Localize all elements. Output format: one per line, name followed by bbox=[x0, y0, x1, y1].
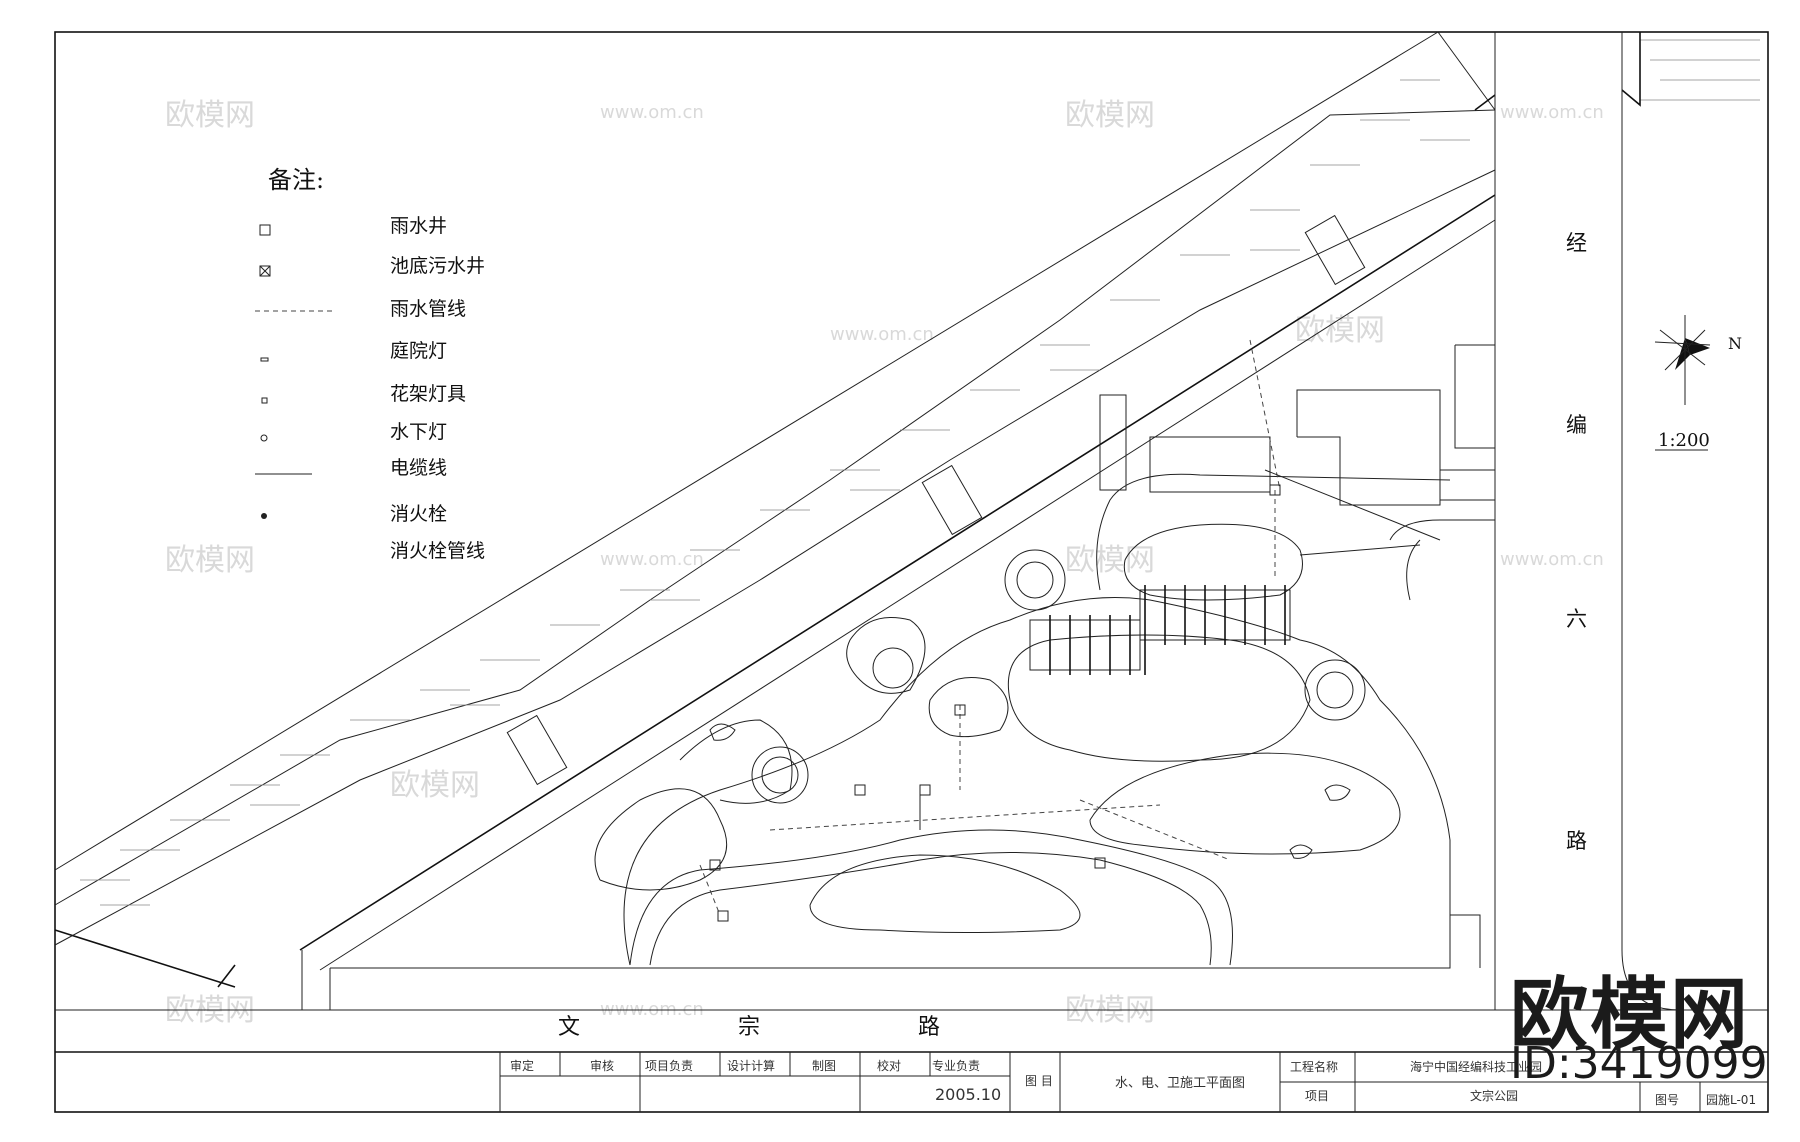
svg-text:项目: 项目 bbox=[1305, 1089, 1329, 1103]
legend-label-fire-hydrant: 消火栓 bbox=[390, 503, 447, 525]
drawing-frame bbox=[54, 31, 1769, 1113]
legend-label-rain-pipe: 雨水管线 bbox=[390, 298, 466, 320]
pergola-grid bbox=[1029, 585, 1291, 675]
sheet-label: 图 目 bbox=[1025, 1074, 1053, 1088]
watermark-logo: 欧模网 bbox=[1065, 98, 1155, 133]
sewage-well-icon bbox=[259, 265, 271, 277]
watermark-logo: 欧模网 bbox=[1065, 543, 1155, 578]
svg-text:编: 编 bbox=[1566, 413, 1587, 437]
buildings bbox=[1099, 344, 1496, 506]
river-embankment bbox=[54, 31, 1760, 988]
legend-label-cable: 电缆线 bbox=[390, 457, 447, 479]
water-hatching bbox=[80, 39, 1760, 906]
svg-text:文: 文 bbox=[558, 1015, 580, 1040]
watermark-url: www.om.cn bbox=[600, 549, 704, 570]
north-arrow-icon bbox=[1654, 315, 1711, 405]
watermark-url: www.om.cn bbox=[1500, 102, 1604, 123]
legend-label-pergola-lamp: 花架灯具 bbox=[390, 383, 466, 405]
brand-id: ID:3419099 bbox=[1510, 1038, 1768, 1089]
north-label: N bbox=[1728, 334, 1742, 353]
fire-hydrant-icon bbox=[261, 513, 267, 519]
legend-label-sewage-well: 池底污水井 bbox=[390, 255, 485, 277]
drawing-number: 园施L-01 bbox=[1706, 1093, 1756, 1107]
watermark-url: www.om.cn bbox=[1500, 549, 1604, 570]
garden-lamp-icon bbox=[260, 357, 269, 362]
watermark-logo: 欧模网 bbox=[165, 98, 255, 133]
brand-logo: 欧模网 bbox=[1510, 970, 1751, 1060]
date: 2005.10 bbox=[935, 1085, 1001, 1104]
legend-label-garden-lamp: 庭院灯 bbox=[390, 340, 447, 362]
svg-text:工程名称: 工程名称 bbox=[1290, 1059, 1338, 1074]
svg-text:设计计算: 设计计算 bbox=[727, 1058, 775, 1073]
legend: 备注: 雨水井 池底污水井 雨水管线 庭院灯 花架灯具 水下灯 电缆线 消火栓 … bbox=[255, 166, 485, 562]
svg-text:六: 六 bbox=[1566, 607, 1587, 631]
underwater-lamp-icon bbox=[260, 434, 268, 442]
svg-text:经: 经 bbox=[1566, 231, 1587, 255]
legend-label-hydrant-pipe: 消火栓管线 bbox=[390, 540, 485, 562]
park-layout: N 1:200 bbox=[594, 315, 1742, 966]
svg-text:审定: 审定 bbox=[510, 1058, 534, 1073]
legend-label-underwater-lamp: 水下灯 bbox=[390, 421, 447, 443]
svg-text:审核: 审核 bbox=[590, 1058, 614, 1073]
east-road-name: 经 编 六 路 bbox=[1566, 231, 1587, 853]
project-name: 海宁中国经编科技工业园 bbox=[1410, 1059, 1542, 1074]
watermark-url: www.om.cn bbox=[830, 324, 934, 345]
svg-text:路: 路 bbox=[1566, 829, 1587, 853]
svg-text:项目负责: 项目负责 bbox=[645, 1059, 693, 1073]
legend-label-rain-well: 雨水井 bbox=[390, 215, 447, 237]
watermark-layer: 欧模网 www.om.cn 欧模网 www.om.cn 欧模网 www.om.c… bbox=[165, 98, 1604, 1028]
legend-title: 备注: bbox=[268, 166, 324, 194]
watermark-logo: 欧模网 bbox=[165, 543, 255, 578]
watermark-url: www.om.cn bbox=[600, 102, 704, 123]
scale-label: 1:200 bbox=[1658, 430, 1710, 451]
svg-text:宗: 宗 bbox=[738, 1015, 760, 1040]
rain-well-icon bbox=[259, 224, 271, 236]
svg-text:制图: 制图 bbox=[812, 1059, 836, 1073]
item-name: 文宗公园 bbox=[1470, 1088, 1518, 1103]
pergola-lamp-icon bbox=[261, 397, 268, 404]
drawing-title: 水、电、卫施工平面图 bbox=[1115, 1076, 1245, 1091]
svg-text:专业负责: 专业负责 bbox=[932, 1058, 980, 1073]
south-road-name: 文 宗 路 bbox=[558, 1015, 940, 1040]
title-block: 审定 审核 项目负责 设计计算 制图 校对 专业负责 2005.10 图 目 水… bbox=[55, 1051, 1768, 1112]
svg-text:校对: 校对 bbox=[877, 1058, 901, 1073]
watermark-logo: 欧模网 bbox=[390, 768, 480, 803]
watermark-logo: 欧模网 bbox=[1295, 313, 1385, 348]
svg-text:路: 路 bbox=[918, 1015, 940, 1040]
svg-text:图号: 图号 bbox=[1655, 1093, 1679, 1107]
